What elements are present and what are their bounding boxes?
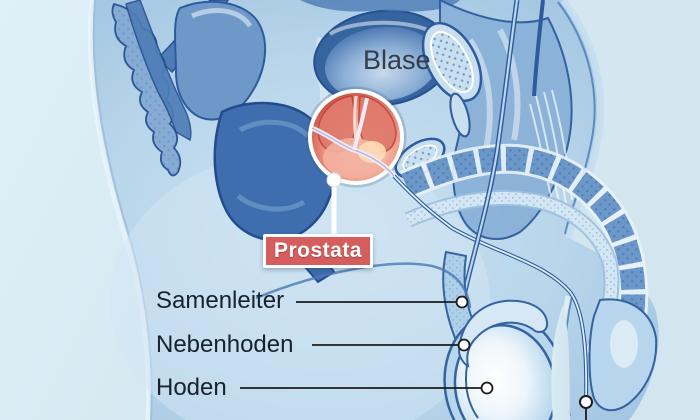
scrotum-penis-gap [551,305,570,420]
vas-deferens-label: Samenleiter [156,287,285,314]
colon-highlight [190,8,253,28]
leader-dot-hoden [480,381,494,395]
prostate-glow [358,141,386,163]
glans-sheen [610,320,638,368]
vas-deferens-core [461,0,519,301]
epididymis-label: Nebenhoden [156,331,294,358]
intestine-top-strip [300,0,460,12]
bladder-label: Blase [363,45,431,75]
pubic-bone-upper-shape [421,21,483,103]
prostate-lobe-right [358,95,397,154]
pubic-bone-sliver [449,92,471,138]
rectum-shape [213,101,336,242]
leader-dot-nebenhoden [457,338,471,352]
rectum-wall-band [125,0,192,142]
prostate-connector-line [331,182,337,236]
sacrum-bone-texture [112,4,181,176]
thigh-fold-line [255,262,472,309]
epididymis-tail [465,364,479,419]
testicle-label: Hoden [156,374,227,401]
corpus-cavernosum-texture [401,146,646,394]
rectum-highlight [236,119,310,212]
leader-dot-samenleiter [455,295,469,309]
gluteal-highlight [467,28,521,151]
prostate-label-box: Prostata [263,234,373,268]
prostate-urethra-branch [352,97,369,151]
belly-soft-highlight [110,150,490,420]
vessel-tube [532,0,545,97]
prostate-label: Prostata [273,239,363,262]
leader-dot-urethra-bottom [579,395,593,409]
prostate-marker-dot [326,172,342,188]
epididymis-shape [457,299,549,368]
urethra-core [393,175,588,399]
prostate-highlight-shadow [305,86,407,188]
